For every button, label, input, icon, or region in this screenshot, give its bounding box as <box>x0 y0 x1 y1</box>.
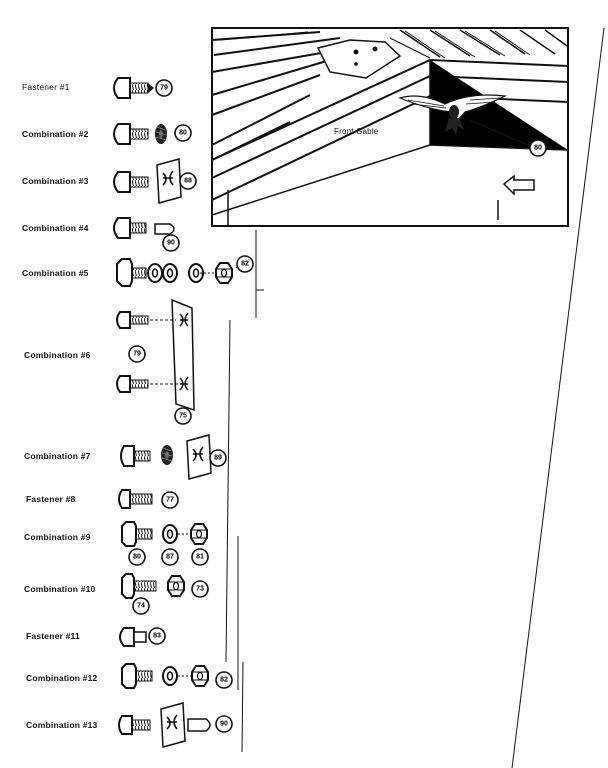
part-number-text: 80 <box>179 130 187 137</box>
combination-3-drawing <box>113 158 182 204</box>
label-fastener-11: Fastener #11 <box>26 631 80 641</box>
fastener-1-drawing <box>113 77 154 99</box>
front-gable-inset <box>211 27 569 227</box>
part-number-text: 89 <box>214 455 222 462</box>
front-gable-label: Front Gable <box>334 127 379 136</box>
eagle-emblem-icon <box>398 94 508 135</box>
part-number-text: 79 <box>160 85 168 92</box>
part-number-callout: 80 <box>128 548 146 566</box>
part-number-text: 88 <box>184 178 192 185</box>
label-combination-4: Combination #4 <box>22 223 89 233</box>
part-number-callout: 80 <box>529 139 547 157</box>
label-combination-13: Combination #13 <box>26 720 98 730</box>
label-combination-3: Combination #3 <box>22 176 89 186</box>
part-number-callout: 82 <box>236 255 254 273</box>
direction-arrow-icon <box>497 174 535 220</box>
label-combination-9: Combination #9 <box>24 532 91 542</box>
part-number-callout: 87 <box>161 548 179 566</box>
part-number-text: 80 <box>534 145 542 152</box>
combination-13-drawing <box>118 702 211 748</box>
label-combination-7: Combination #7 <box>24 451 91 461</box>
label-fastener-1: Fastener #1 <box>22 82 70 92</box>
part-number-text: 82 <box>220 677 228 684</box>
combination-6-drawing <box>116 298 195 412</box>
part-number-text: 87 <box>166 554 174 561</box>
label-combination-12: Combination #12 <box>26 673 98 683</box>
combination-5-drawing <box>116 258 241 287</box>
combination-12-drawing <box>121 663 209 689</box>
combination-2-drawing <box>113 123 168 145</box>
combination-7-drawing <box>120 434 212 480</box>
fastener-8-drawing <box>118 489 153 509</box>
part-number-text: 75 <box>179 413 187 420</box>
part-number-callout: 90 <box>162 234 180 252</box>
part-number-callout: 75 <box>174 407 192 425</box>
label-combination-2: Combination #2 <box>22 129 89 139</box>
part-number-callout: 88 <box>179 172 197 190</box>
part-number-text: 81 <box>196 554 204 561</box>
part-number-text: 83 <box>153 633 161 640</box>
part-number-text: 90 <box>220 721 228 728</box>
part-number-callout: 82 <box>215 671 233 689</box>
part-number-text: 73 <box>196 586 204 593</box>
part-number-text: 82 <box>241 261 249 268</box>
part-number-text: 90 <box>167 240 175 247</box>
label-combination-6: Combination #6 <box>24 350 91 360</box>
part-number-callout: 83 <box>148 627 166 645</box>
label-combination-10: Combination #10 <box>24 584 96 594</box>
part-number-callout: 81 <box>191 548 209 566</box>
combination-4-drawing <box>113 217 175 239</box>
part-number-text: 79 <box>133 351 141 358</box>
part-number-callout: 80 <box>174 124 192 142</box>
fastener-11-drawing <box>119 627 147 647</box>
part-number-text: 74 <box>137 603 145 610</box>
label-combination-5: Combination #5 <box>22 268 89 278</box>
combination-9-drawing <box>121 521 208 547</box>
part-number-callout: 77 <box>161 491 179 509</box>
part-number-callout: 79 <box>155 79 173 97</box>
part-number-callout: 90 <box>215 715 233 733</box>
label-fastener-8: Fastener #8 <box>26 494 76 504</box>
part-number-callout: 89 <box>209 449 227 467</box>
part-number-text: 80 <box>133 554 141 561</box>
part-number-callout: 74 <box>132 597 150 615</box>
part-number-text: 77 <box>166 497 174 504</box>
combination-10-drawing <box>121 573 185 599</box>
part-number-callout: 79 <box>128 345 146 363</box>
part-number-callout: 73 <box>191 580 209 598</box>
